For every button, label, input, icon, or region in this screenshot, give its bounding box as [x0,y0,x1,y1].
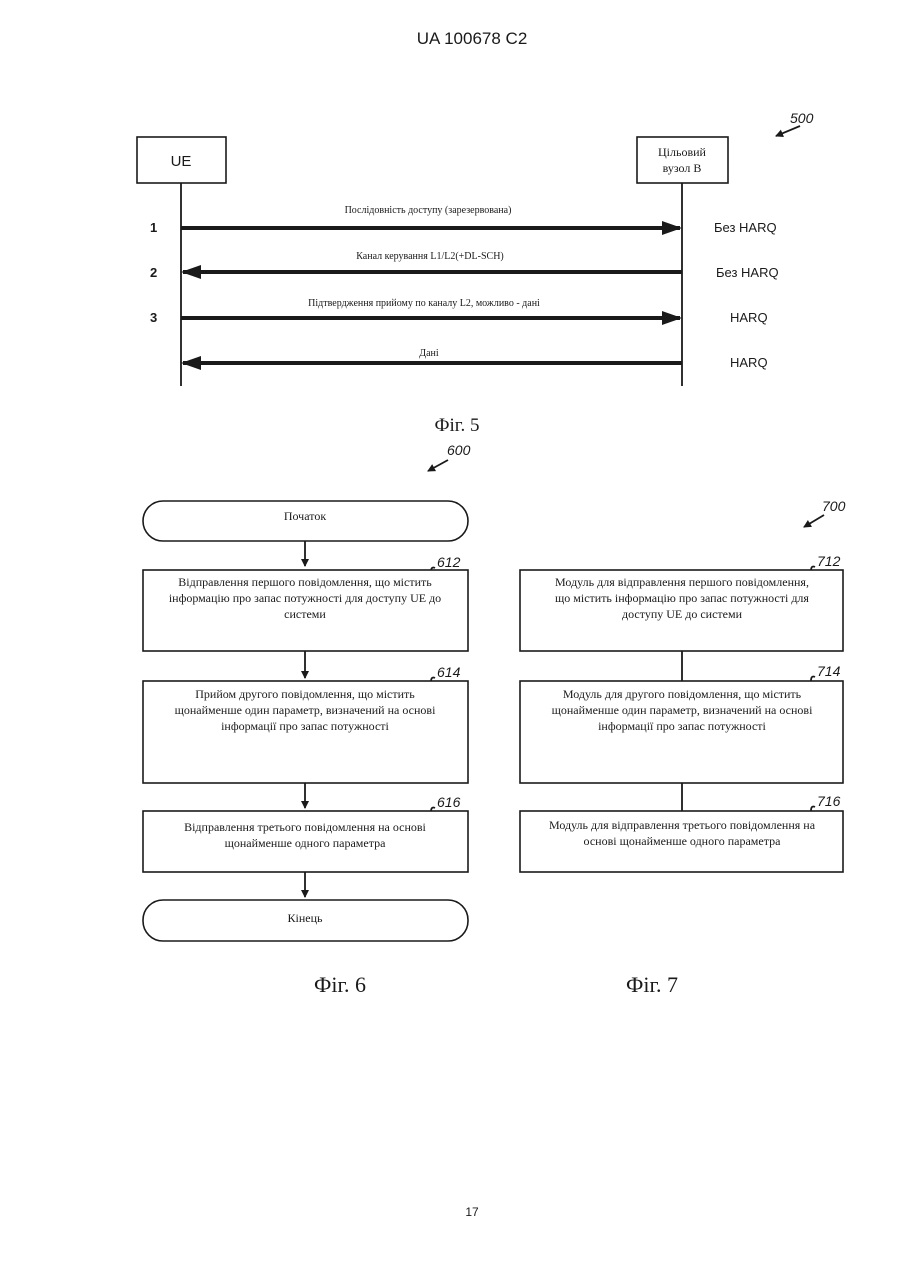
module-714-text-line3: інформації про запас потужності [598,719,766,733]
step-616-ref: 616 [437,794,461,810]
fig5-ref-number: 500 [790,110,814,126]
module-712-text-line2: що містить інформацію про запас потужнос… [555,591,809,605]
end-label: Кінець [288,911,324,925]
message-2-harq: Без HARQ [716,265,779,280]
fig6-caption: Фіг. 6 [314,972,366,997]
patent-number: UA 100678 C2 [417,29,528,48]
message-4: Дані HARQ [183,348,768,370]
message-4-harq: HARQ [730,355,768,370]
module-712-text-line3: доступу UE до системи [622,607,743,621]
module-712-text-line1: Модуль для відправлення першого повідомл… [555,575,809,589]
module-714-text-line2: щонайменше один параметр, визначений на … [552,703,813,717]
message-1-harq: Без HARQ [714,220,777,235]
message-2-step: 2 [150,265,157,280]
message-2: 2 Канал керування L1/L2(+DL-SCH) Без HAR… [150,251,779,280]
module-716-ref: 716 [817,793,841,809]
fig5-caption: Фіг. 5 [435,415,480,436]
ue-label: UE [171,153,192,170]
target-node-label-line1: Цільовий [658,145,707,159]
message-2-label: Канал керування L1/L2(+DL-SCH) [356,251,504,262]
fig6-ref-number: 600 [447,442,471,458]
message-3: 3 Підтвердження прийому по каналу L2, мо… [150,298,768,325]
message-3-step: 3 [150,310,157,325]
fig5-sequence-diagram: 500 UE Цільовий вузол В 1 Послідовність … [137,110,814,436]
message-1-step: 1 [150,220,157,235]
module-712-ref: 712 [817,553,841,569]
step-614-text-line1: Прийом другого повідомлення, що містить [195,687,415,701]
message-1-label: Послідовність доступу (зарезервована) [345,205,512,216]
fig5-ref-arrow [776,126,800,136]
step-612-text-line3: системи [284,607,326,621]
message-3-label: Підтвердження прийому по каналу L2, можл… [308,298,540,309]
fig7-ref-number: 700 [822,498,846,514]
fig7-module-diagram: 700 712 Модуль для відправлення першого … [520,498,846,997]
step-612-text-line1: Відправлення першого повідомлення, що мі… [178,575,432,589]
message-4-label: Дані [419,348,439,359]
target-node-label-line2: вузол В [663,161,702,175]
step-614-ref: 614 [437,664,461,680]
fig6-ref-arrow [428,460,448,471]
module-714-text-line1: Модуль для другого повідомлення, що міст… [563,687,802,701]
step-616-text-line2: щонайменше одного параметра [225,836,387,850]
step-616-text-line1: Відправлення третього повідомлення на ос… [184,820,426,834]
step-612-text-line2: інформацію про запас потужності для дост… [169,591,441,605]
fig7-ref-arrow [804,515,824,527]
step-614-text-line2: щонайменше один параметр, визначений на … [175,703,436,717]
page-number: 17 [465,1205,479,1219]
module-716-text-line1: Модуль для відправлення третього повідом… [549,818,816,832]
fig6-flowchart: 600 Початок 612 Відправлення першого пов… [143,442,471,997]
fig7-caption: Фіг. 7 [626,972,678,997]
target-node-box [637,137,728,183]
step-612-ref: 612 [437,554,461,570]
start-label: Початок [284,509,326,523]
module-716-text-line2: основі щонайменше одного параметра [584,834,782,848]
message-3-harq: HARQ [730,310,768,325]
step-614-text-line3: інформації про запас потужності [221,719,389,733]
module-714-ref: 714 [817,663,841,679]
